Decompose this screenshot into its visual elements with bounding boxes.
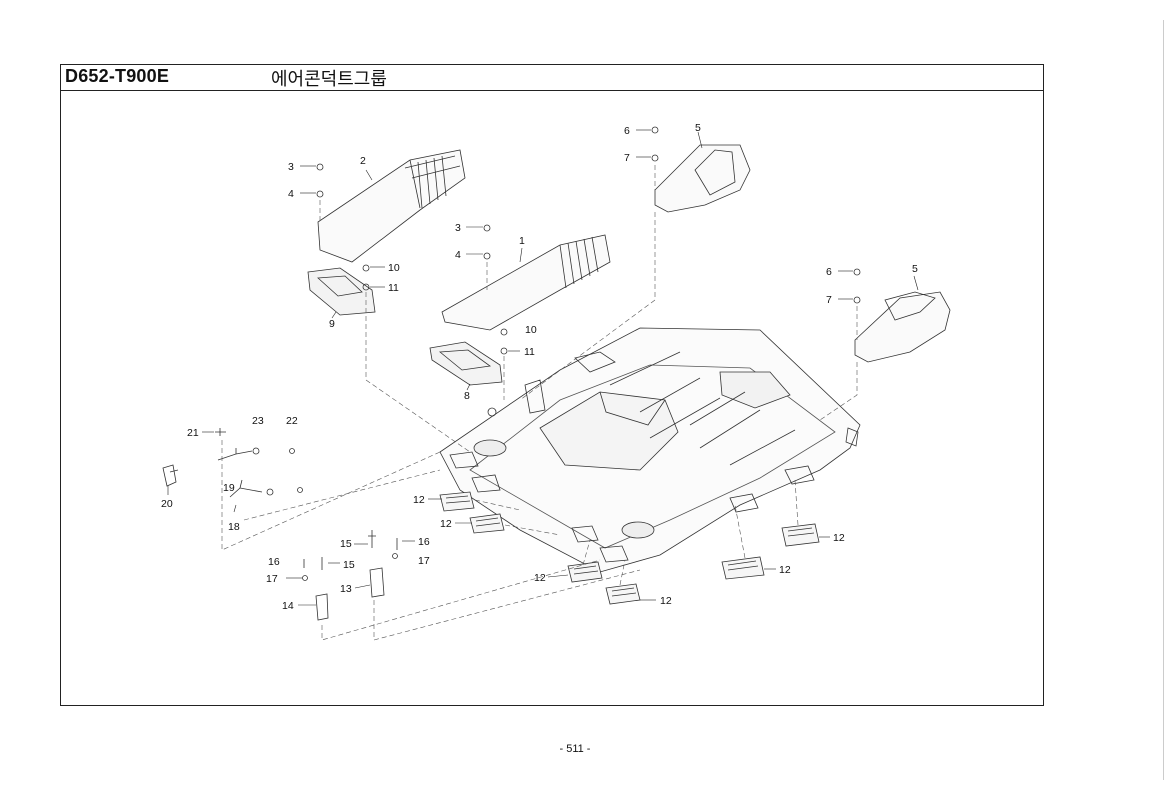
callout: 10	[388, 262, 400, 274]
callout: 17	[266, 573, 278, 585]
callout: 15	[343, 559, 355, 571]
page-edge-divider	[1163, 20, 1164, 780]
callout: 6	[624, 125, 630, 137]
callout: 15	[340, 538, 352, 550]
duct-5-upper-shape	[654, 144, 751, 213]
callout: 5	[695, 122, 701, 134]
callout: 1	[519, 235, 525, 247]
callout: 8	[464, 390, 470, 402]
callout: 11	[524, 346, 535, 358]
callout: 17	[418, 555, 430, 567]
callout: 4	[288, 188, 294, 200]
callout: 18	[228, 521, 240, 533]
diagram-frame: D652-T900E 에어콘덕트그룹	[60, 64, 1044, 706]
bracket-9-shape	[307, 267, 376, 316]
callout: 12	[534, 572, 546, 584]
callout: 12	[440, 518, 452, 530]
bracket-8-shape	[429, 341, 503, 386]
callout: 7	[826, 294, 832, 306]
callout: 7	[624, 152, 630, 164]
duct-1-shape	[441, 234, 611, 331]
callout: 11	[388, 282, 399, 294]
title-bar: D652-T900E 에어콘덕트그룹	[61, 65, 1043, 91]
callout: 23	[252, 415, 264, 427]
callout: 9	[329, 318, 335, 330]
callout: 6	[826, 266, 832, 278]
duct-2-shape	[317, 149, 466, 263]
callout: 12	[833, 532, 845, 544]
group-name: 에어콘덕트그룹	[271, 69, 387, 90]
callout: 14	[282, 600, 294, 612]
callout: 2	[360, 155, 366, 167]
callout: 20	[161, 498, 173, 510]
callout: 4	[455, 249, 461, 261]
callout: 3	[288, 161, 294, 173]
callout: 5	[912, 263, 918, 275]
callout: 3	[455, 222, 461, 234]
callout: 10	[525, 324, 537, 336]
callout: 21	[187, 427, 199, 439]
callout: 12	[660, 595, 672, 607]
page-number: - 511 -	[559, 743, 591, 755]
callout: 13	[340, 583, 352, 595]
callout: 22	[286, 415, 298, 427]
callout: 19	[223, 482, 235, 494]
callout: 12	[779, 564, 791, 576]
model-code: D652-T900E	[65, 66, 170, 86]
callout-labels: 2 3 4 3 4 1 6 7 5 6 7 5 10 11 9 10 11 8 …	[161, 122, 918, 612]
duct-5-lower-shape	[854, 291, 951, 363]
callout: 16	[268, 556, 280, 568]
callout: 12	[413, 494, 425, 506]
callout: 16	[418, 536, 430, 548]
